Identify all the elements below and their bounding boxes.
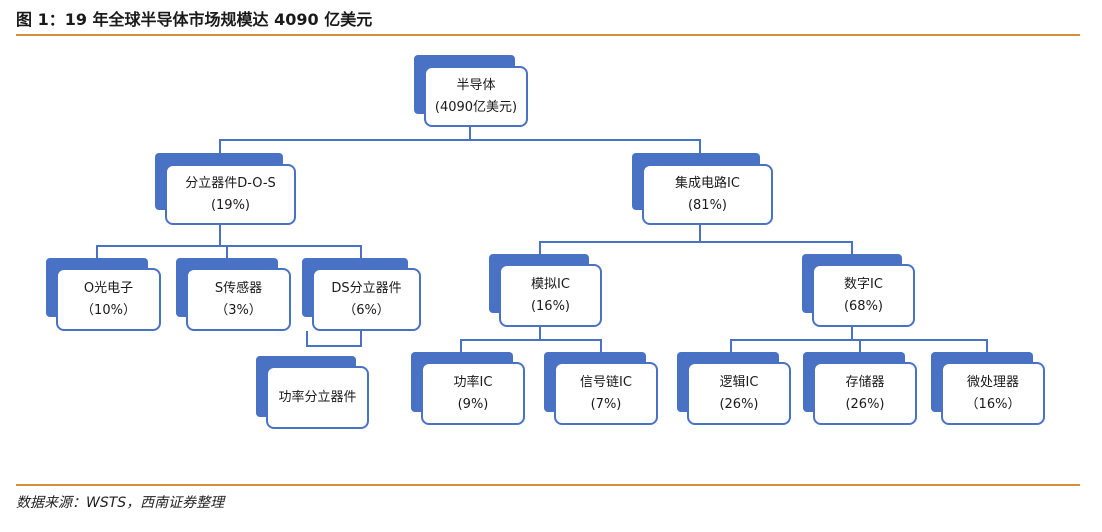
- connector-line: [730, 339, 732, 353]
- node-value: (68%): [843, 298, 884, 314]
- connector-line: [851, 241, 853, 255]
- source-note: 数据来源：WSTS，西南证券整理: [16, 495, 225, 511]
- node-sensor: S传感器 （3%）: [186, 268, 291, 331]
- node-ds-discrete: DS分立器件 （6%）: [312, 268, 421, 331]
- connector-line: [306, 345, 362, 347]
- node-analog-ic: 模拟IC (16%): [499, 264, 602, 327]
- connector-line: [306, 331, 308, 346]
- top-divider: [16, 34, 1080, 36]
- connector-line: [699, 139, 701, 157]
- node-power-ic: 功率IC (9%): [421, 362, 525, 425]
- node-value: (16%): [530, 298, 571, 314]
- connector-line: [219, 224, 221, 246]
- connector-line: [600, 339, 602, 353]
- node-optoelectronics: O光电子 （10%）: [56, 268, 161, 331]
- connector-line: [96, 245, 362, 247]
- node-label: 数字IC: [844, 276, 883, 292]
- bottom-divider: [16, 484, 1080, 486]
- node-signal-chain-ic: 信号链IC (7%): [554, 362, 658, 425]
- connector-line: [360, 245, 362, 259]
- connector-line: [539, 327, 541, 340]
- connector-line: [699, 224, 701, 242]
- node-label: DS分立器件: [331, 280, 402, 296]
- node-label: 集成电路IC: [675, 175, 740, 191]
- node-value: (4090亿美元): [434, 99, 518, 115]
- node-microprocessor: 微处理器 （16%）: [941, 362, 1045, 425]
- connector-line: [539, 241, 541, 255]
- node-logic-ic: 逻辑IC (26%): [687, 362, 791, 425]
- node-label: O光电子: [83, 280, 134, 296]
- connector-line: [460, 339, 462, 353]
- node-semiconductor: 半导体 (4090亿美元): [424, 66, 528, 127]
- connector-line: [539, 241, 852, 243]
- node-value: (81%): [687, 197, 728, 213]
- node-memory: 存储器 (26%): [813, 362, 917, 425]
- node-label: 分立器件D-O-S: [185, 175, 276, 191]
- connector-line: [469, 126, 471, 140]
- node-label: S传感器: [214, 280, 263, 296]
- node-value: （6%）: [343, 302, 390, 318]
- connector-line: [460, 339, 602, 341]
- node-label: 功率IC: [453, 374, 493, 390]
- node-label: 存储器: [845, 374, 885, 390]
- node-value: (26%): [719, 396, 759, 412]
- node-label: 逻辑IC: [719, 374, 759, 390]
- node-label: 半导体: [456, 77, 496, 93]
- connector-line: [360, 331, 362, 347]
- node-label: 信号链IC: [580, 374, 632, 390]
- node-value: （3%）: [215, 302, 262, 318]
- node-digital-ic: 数字IC (68%): [812, 264, 915, 327]
- connector-line: [859, 339, 861, 353]
- node-value: (9%): [457, 396, 489, 412]
- node-value: （16%）: [965, 396, 1021, 412]
- connector-line: [96, 245, 98, 259]
- node-value: (26%): [845, 396, 885, 412]
- connector-line: [226, 245, 228, 259]
- connector-line: [851, 327, 853, 340]
- node-value: (19%): [210, 197, 251, 213]
- node-power-discrete: 功率分立器件: [266, 366, 369, 429]
- node-integrated-circuit: 集成电路IC (81%): [642, 164, 773, 225]
- connector-line: [219, 139, 700, 141]
- node-label: 模拟IC: [531, 276, 570, 292]
- node-value: (7%): [590, 396, 622, 412]
- connector-line: [986, 339, 988, 353]
- node-discrete-devices: 分立器件D-O-S (19%): [165, 164, 296, 225]
- node-value: （10%）: [81, 302, 136, 318]
- connector-line: [219, 139, 221, 157]
- figure-title: 图 1：19 年全球半导体市场规模达 4090 亿美元: [16, 10, 373, 29]
- node-label: 功率分立器件: [278, 389, 357, 405]
- node-label: 微处理器: [966, 374, 1019, 390]
